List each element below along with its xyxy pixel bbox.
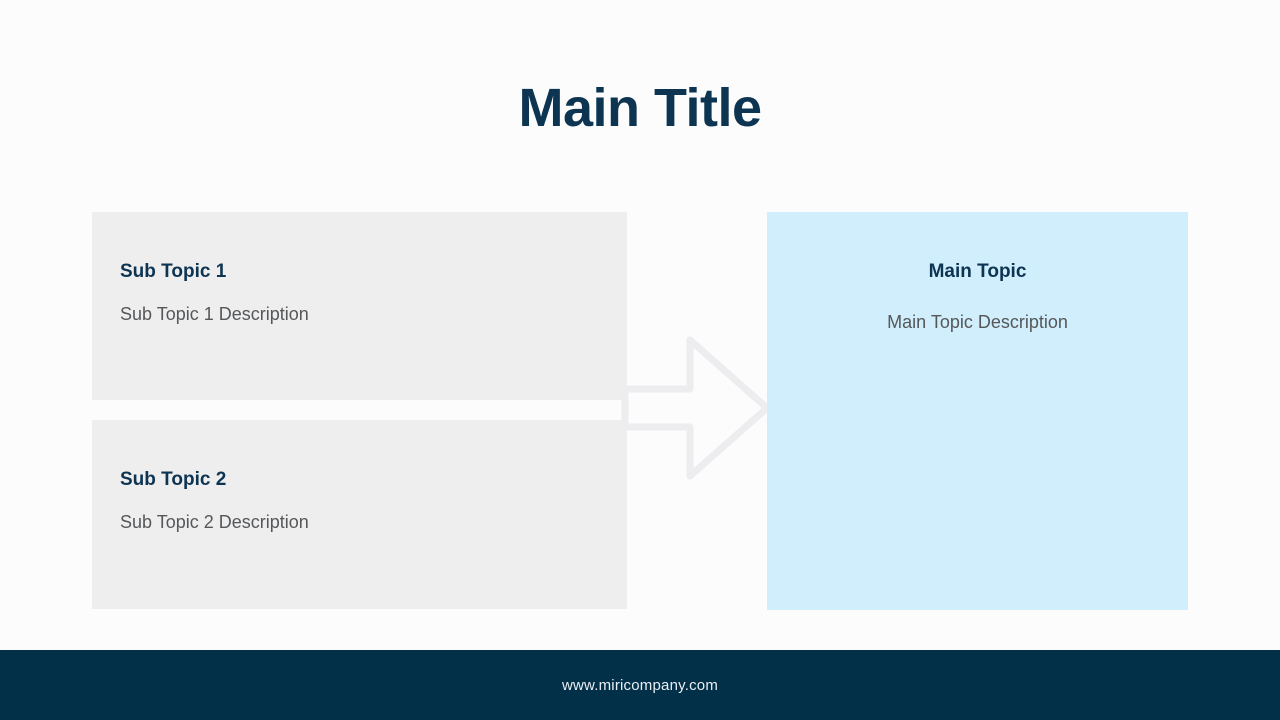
main-topic-card[interactable]: Main Topic Main Topic Description (767, 212, 1188, 610)
sub-topic-1-description: Sub Topic 1 Description (120, 303, 309, 324)
page-title: Main Title (518, 78, 762, 138)
arrow-right-glyph (621, 336, 771, 480)
main-topic-title: Main Topic (928, 261, 1027, 282)
sub-topic-card-2[interactable]: Sub Topic 2 Sub Topic 2 Description (92, 420, 627, 609)
sub-topic-2-title: Sub Topic 2 (120, 469, 227, 490)
sub-topic-card-1[interactable]: Sub Topic 1 Sub Topic 1 Description (92, 212, 627, 400)
main-topic-description: Main Topic Description (887, 311, 1068, 332)
arrow-right-icon (620, 332, 772, 484)
footer-website-url[interactable]: www.miricompany.com (561, 676, 719, 694)
sub-topic-2-description: Sub Topic 2 Description (120, 511, 309, 532)
sub-topic-1-title: Sub Topic 1 (120, 261, 227, 282)
footer-bar: www.miricompany.com (0, 650, 1280, 720)
